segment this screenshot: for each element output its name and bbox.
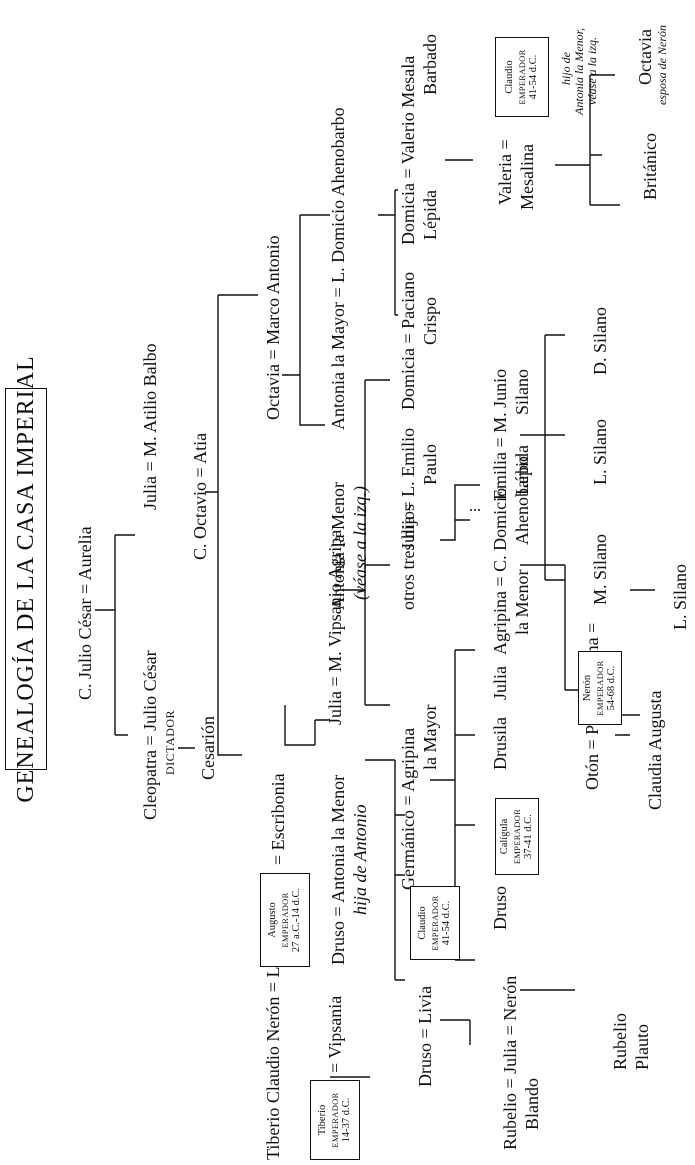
m-silano: M. Silano bbox=[590, 533, 610, 605]
rubelio-plauto-1: Rubelio bbox=[610, 1013, 630, 1070]
claudio-1-title: EMPERADOR bbox=[430, 895, 440, 951]
caligula-years: 37-41 d.C. bbox=[523, 814, 534, 859]
antonia-menor-note: (véase a la izq.) bbox=[350, 486, 370, 600]
octavio-atia: C. Octavio = Atia bbox=[190, 432, 210, 560]
cesarion: Cesarión bbox=[198, 716, 218, 780]
neron-box: Nerón EMPERADOR 54-68 d.C. bbox=[578, 651, 622, 725]
esposa-neron: esposa de Nerón bbox=[655, 25, 669, 105]
cleopatra-julio-cesar: Cleopatra = Julio César bbox=[140, 650, 160, 820]
la-menor: la Menor bbox=[512, 569, 532, 635]
tiberio-years: 14-37 d.C. bbox=[341, 1097, 352, 1143]
augusto-name: Augusto bbox=[267, 902, 278, 938]
crispo: Crispo bbox=[420, 296, 440, 345]
mesalina: Mesalina bbox=[517, 144, 537, 210]
claudio-box-1: Claudio EMPERADOR 41-54 d.C. bbox=[410, 886, 460, 960]
d-silano: D. Silano bbox=[590, 306, 610, 375]
paulo: Paulo bbox=[420, 443, 440, 485]
domicia-paciano: Domicia = Paciano bbox=[398, 271, 418, 410]
lepida-1: Lépida bbox=[420, 190, 440, 240]
druso-antonia-menor: Druso = Antonia la Menor bbox=[328, 774, 348, 965]
britanico: Británico bbox=[640, 133, 660, 200]
germanico-agripina: Germánico = Agripina bbox=[398, 727, 418, 890]
lepida-2: Lépida bbox=[512, 445, 532, 495]
drusila: Drusila bbox=[490, 717, 510, 770]
silano: Silano bbox=[512, 368, 532, 415]
octavia-2: Octavia bbox=[635, 29, 655, 85]
neron-title: EMPERADOR bbox=[595, 660, 605, 716]
l-silano-1: L. Silano bbox=[590, 419, 610, 485]
augusto-years: 27 a.C.-14 d.C. bbox=[291, 887, 302, 953]
page-title: GENEALOGÍA DE LA CASA IMPERIAL bbox=[5, 355, 47, 803]
hija-de-antonio: hija de Antonio bbox=[350, 804, 370, 915]
vipsania: = Vipsania bbox=[325, 995, 345, 1073]
escribonia: = Escribonia bbox=[268, 773, 288, 865]
agripina-domicio: Agripina = C. Domicio bbox=[490, 487, 510, 655]
claudio-1-years: 41-54 d.C. bbox=[441, 900, 452, 946]
octavia-marco-antonio: Octavia = Marco Antonio bbox=[263, 235, 283, 420]
caligula-box: Calígula EMPERADOR 37-41 d.C. bbox=[495, 798, 539, 875]
title-text: GENEALOGÍA DE LA CASA IMPERIAL bbox=[12, 355, 39, 803]
valeria: Valeria = bbox=[495, 139, 515, 205]
neron-years: 54-68 d.C. bbox=[606, 665, 617, 711]
augusto-box: Augusto EMPERADOR 27 a.C.-14 d.C. bbox=[260, 873, 310, 967]
antonia-mayor: Antonia la Mayor = L. Domicio Ahenobarbo bbox=[328, 107, 348, 430]
l-silano-2: L. Silano bbox=[670, 564, 690, 630]
claudio-note-3: véase a la izq. bbox=[585, 37, 599, 105]
caligula-title: EMPERADOR bbox=[512, 808, 522, 865]
rubelio-plauto-2: Plauto bbox=[632, 1023, 652, 1070]
tiberio-name: Tiberio bbox=[317, 1104, 328, 1136]
claudio-2-title: EMPERADOR bbox=[517, 49, 527, 105]
julia-emilio: Julia = L. Emilio bbox=[398, 427, 418, 550]
julio-cesar-aurelia: C. Julio César = Aurelia bbox=[75, 526, 95, 700]
blando: Blando bbox=[522, 1078, 542, 1130]
julia-balbo: Julia = M. Atilio Balbo bbox=[140, 343, 160, 510]
claudio-2-years: 41-54 d.C. bbox=[528, 54, 539, 100]
rubelio-julia-neron: Rubelio = Julia = Nerón bbox=[500, 975, 520, 1150]
caligula-name: Calígula bbox=[499, 818, 510, 855]
claudio-box-2: Claudio EMPERADOR 41-54 d.C. bbox=[495, 37, 549, 117]
dictador-label: DICTADOR bbox=[163, 709, 177, 775]
claudia-augusta: Claudia Augusta bbox=[645, 690, 665, 811]
emilia-silano: Emilia = M. Junio bbox=[490, 368, 510, 500]
tiberio-box: Tiberio EMPERADOR 14-37 d.C. bbox=[310, 1080, 360, 1160]
druso: Druso bbox=[490, 886, 510, 930]
julia-daughter: Julia bbox=[490, 666, 510, 700]
claudio-1-name: Claudio bbox=[417, 906, 428, 940]
augusto-title: EMPERADOR bbox=[280, 892, 290, 948]
tiberio-title: EMPERADOR bbox=[330, 1092, 340, 1148]
domicia-mesala: Domicia = Valerio Mesala bbox=[398, 55, 418, 245]
antonia-menor: Antonia la Menor bbox=[328, 482, 348, 610]
claudio-2-name: Claudio bbox=[504, 60, 515, 94]
neron-name: Nerón bbox=[582, 674, 593, 702]
druso-livia: Druso = Livia bbox=[415, 985, 435, 1087]
la-mayor: la Mayor bbox=[420, 704, 440, 770]
barbado: Barbado bbox=[420, 34, 440, 95]
